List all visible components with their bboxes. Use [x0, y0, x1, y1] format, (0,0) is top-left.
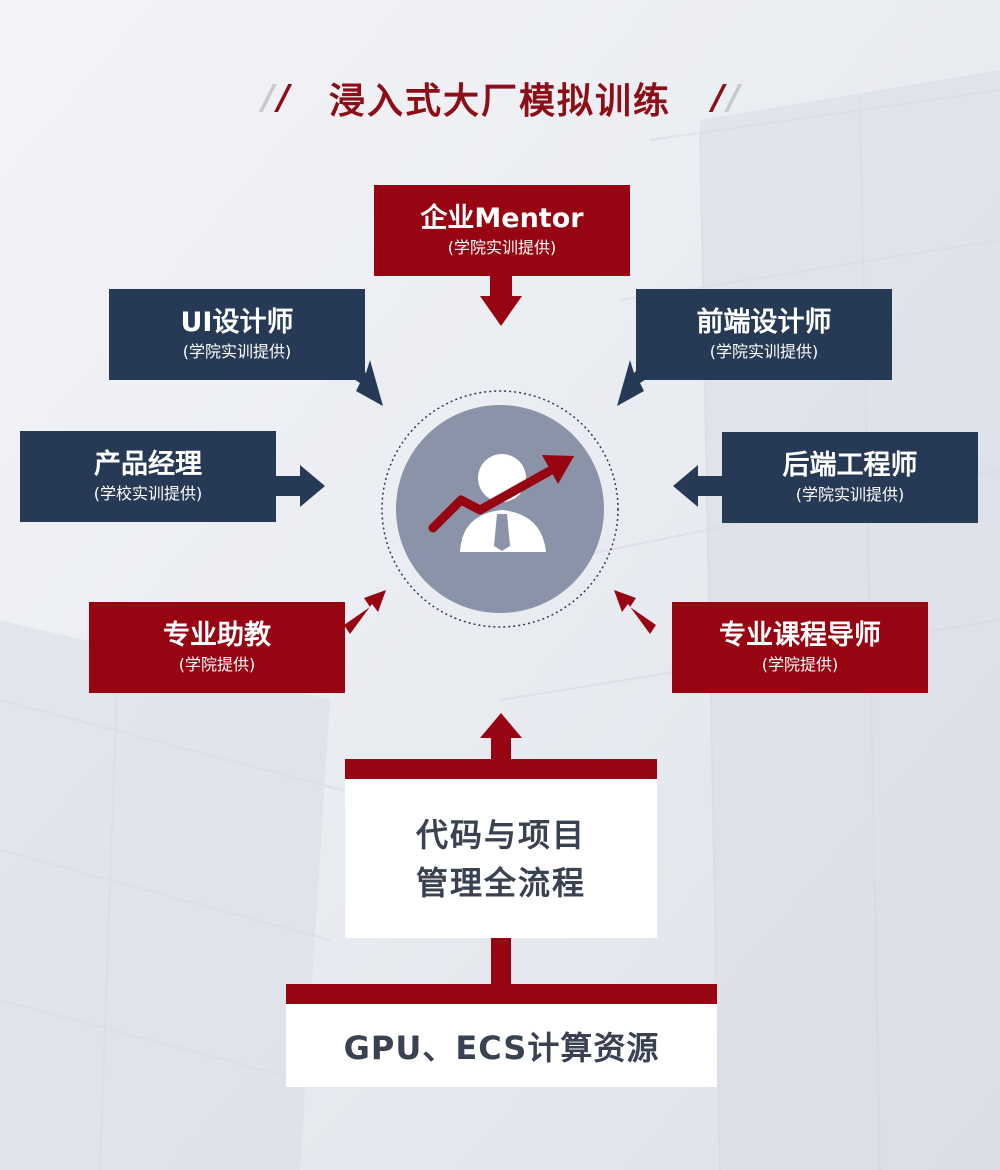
node-tutor-sub: (学院提供): [762, 653, 839, 677]
node-mentor-title: 企业Mentor: [420, 202, 583, 236]
node-mentor: 企业Mentor (学院实训提供): [374, 185, 630, 276]
node-ui-designer: UI设计师 (学院实训提供): [109, 289, 365, 380]
node-frontend-title: 前端设计师: [697, 306, 832, 340]
node-teaching-assistant: 专业助教 (学院提供): [89, 602, 345, 693]
node-ui-title: UI设计师: [181, 306, 294, 340]
page-title: 浸入式大厂模拟训练: [0, 72, 1000, 124]
node-product-manager: 产品经理 (学校实训提供): [20, 431, 276, 522]
node-frontend-sub: (学院实训提供): [710, 340, 819, 364]
process-top-bar: [345, 759, 657, 779]
node-ui-sub: (学院实训提供): [183, 340, 292, 364]
title-decoration-right: //: [712, 78, 743, 118]
node-product-sub: (学校实训提供): [94, 482, 203, 506]
process-box: 代码与项目 管理全流程: [345, 779, 657, 938]
node-backend-engineer: 后端工程师 (学院实训提供): [722, 432, 978, 523]
node-tutor-title: 专业课程导师: [719, 619, 881, 653]
node-assistant-sub: (学院提供): [179, 653, 256, 677]
node-assistant-title: 专业助教: [163, 619, 271, 653]
node-backend-title: 后端工程师: [783, 449, 918, 483]
resources-label: GPU、ECS计算资源: [344, 1023, 660, 1069]
process-line-1: 代码与项目: [416, 811, 586, 859]
node-mentor-sub: (学院实训提供): [448, 236, 557, 260]
process-line-2: 管理全流程: [416, 859, 586, 907]
node-frontend-designer: 前端设计师 (学院实训提供): [636, 289, 892, 380]
resources-top-bar: [286, 984, 717, 1004]
node-product-title: 产品经理: [94, 448, 202, 482]
node-course-tutor: 专业课程导师 (学院提供): [672, 602, 928, 693]
node-backend-sub: (学院实训提供): [796, 483, 905, 507]
resources-box: GPU、ECS计算资源: [286, 1004, 717, 1087]
